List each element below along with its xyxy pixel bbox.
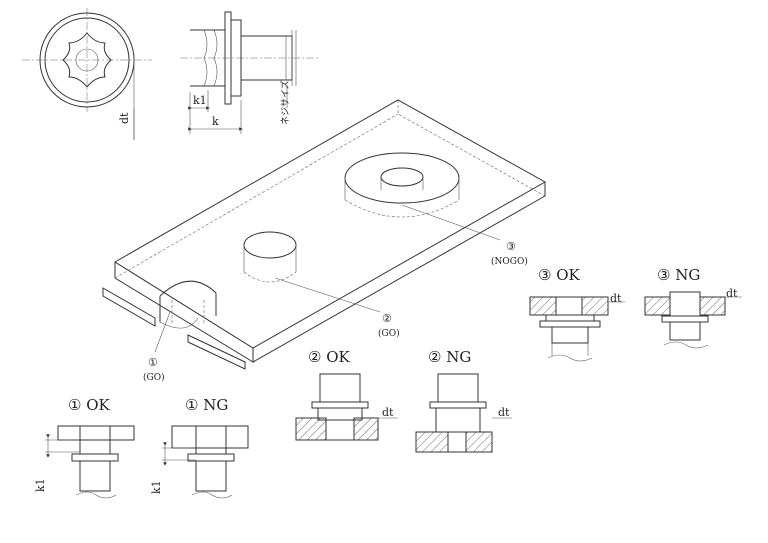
callout-2-sub: (GO) <box>378 328 400 339</box>
case-1-ng-k1: k1 <box>150 480 163 494</box>
case-2-ok-figure <box>295 373 398 441</box>
dim-dt-end-view: dt <box>118 112 131 124</box>
case-1-ng-label: ① NG <box>185 396 228 414</box>
callout-1-sub: (GO) <box>143 372 165 383</box>
case-1-ok-figure <box>45 425 135 499</box>
case-3-ng-figure <box>644 291 742 349</box>
dim-k1-side-view: k1 <box>193 94 207 107</box>
case-2-ok-label: ② OK <box>308 348 351 366</box>
case-3-ng-label: ③ NG <box>657 266 700 284</box>
callout-3-sub: (NOGO) <box>491 256 528 267</box>
case-1-ok-label: ① OK <box>68 396 111 414</box>
case-3-ok-label: ③ OK <box>538 266 581 284</box>
gauge-plate <box>102 99 547 370</box>
callout-3-number: ③ <box>506 240 516 253</box>
dim-k-side-view: k <box>212 115 219 128</box>
case-1-ok-k1: k1 <box>34 478 47 492</box>
dim-thread-size: ネジサイズ <box>279 80 291 125</box>
case-3-ng-dt: dt <box>726 287 738 300</box>
case-3-ok-figure <box>529 296 625 362</box>
callout-1-number: ① <box>148 356 158 369</box>
screw-side-view <box>180 11 320 134</box>
screw-end-view <box>22 8 152 140</box>
callout-2-number: ② <box>382 312 392 325</box>
case-1-ng-figure <box>162 425 249 499</box>
case-3-ok-dt: dt <box>610 292 622 305</box>
case-2-ng-label: ② NG <box>428 348 471 366</box>
case-2-ng-dt: dt <box>498 406 510 419</box>
case-2-ok-dt: dt <box>382 406 394 419</box>
case-2-ng-figure <box>415 373 512 453</box>
